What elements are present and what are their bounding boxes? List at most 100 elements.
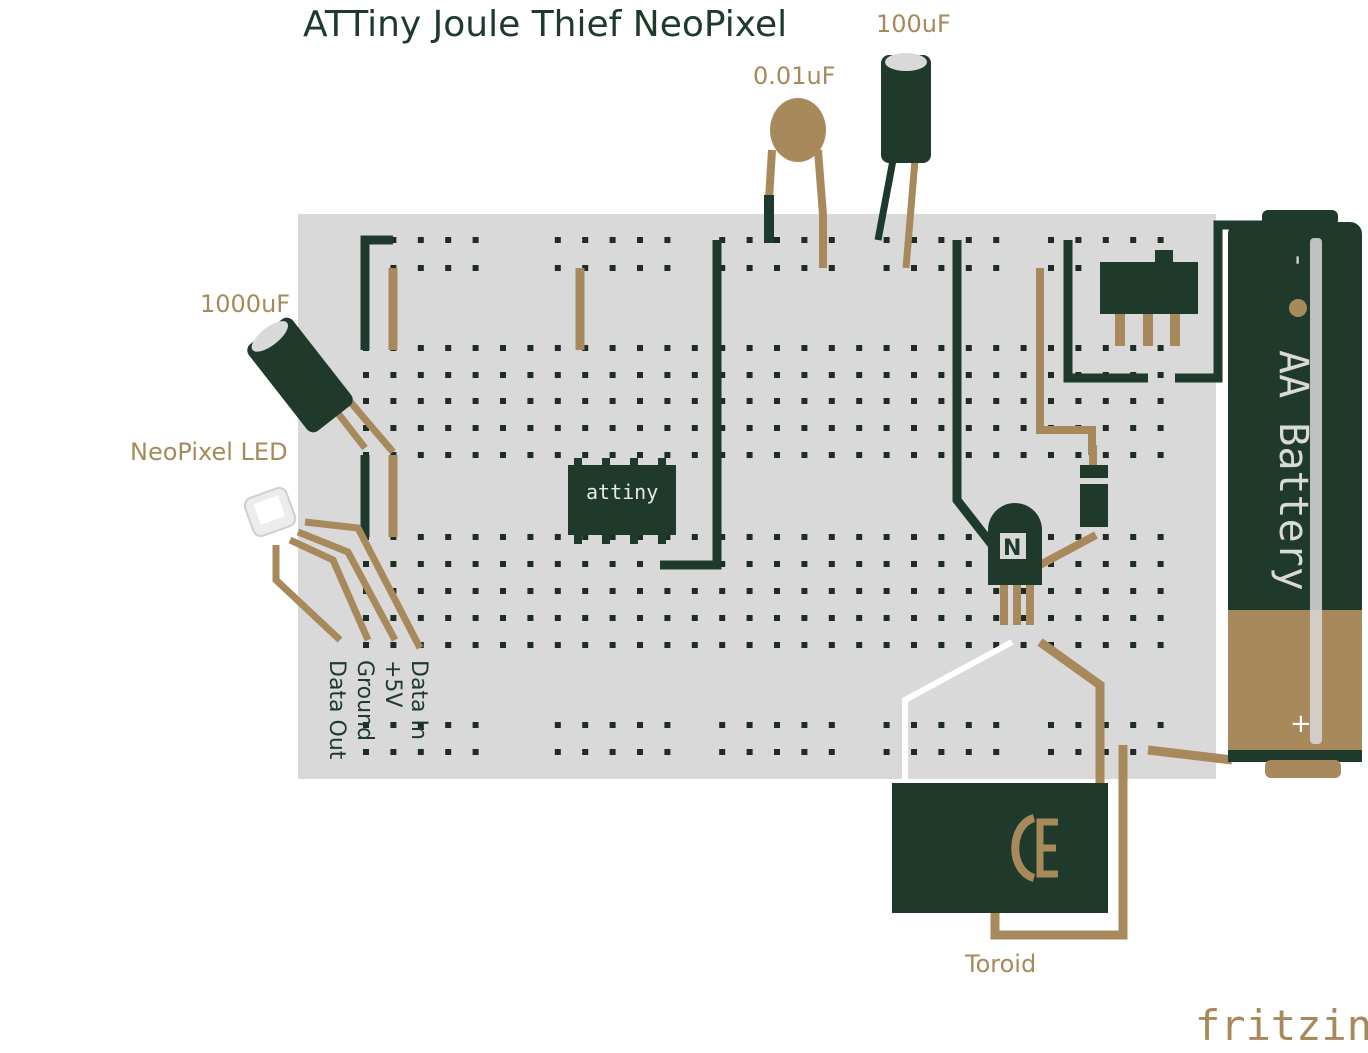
- breadboard-hole: [1130, 398, 1137, 404]
- breadboard-hole: [582, 265, 589, 271]
- breadboard-hole: [1048, 398, 1054, 404]
- breadboard-hole: [993, 722, 1000, 728]
- breadboard-hole: [445, 237, 452, 243]
- breadboard-hole: [1075, 237, 1082, 243]
- breadboard-hole: [883, 452, 890, 458]
- breadboard-hole: [554, 452, 561, 458]
- breadboard-hole: [774, 642, 780, 648]
- breadboard-hole: [965, 265, 972, 271]
- breadboard-hole: [911, 398, 917, 404]
- breadboard-hole: [554, 749, 561, 755]
- breadboard-hole: [527, 561, 534, 567]
- breadboard-hole: [417, 561, 424, 567]
- neopixel-pin-labels: Data In +5V Ground Data Out: [324, 660, 431, 760]
- breadboard-hole: [938, 372, 945, 378]
- breadboard-hole: [500, 372, 506, 378]
- breadboard-hole: [719, 372, 726, 378]
- breadboard-hole: [801, 588, 808, 594]
- breadboard-hole: [527, 642, 534, 648]
- breadboard-hole: [828, 534, 835, 540]
- breadboard-hole: [417, 372, 424, 378]
- breadboard-hole: [664, 588, 671, 594]
- breadboard-hole: [417, 534, 424, 540]
- breadboard-hole: [1102, 398, 1109, 404]
- breadboard-hole: [390, 237, 397, 243]
- breadboard-hole: [746, 615, 753, 621]
- breadboard-hole: [363, 398, 369, 404]
- breadboard-hole: [1157, 561, 1164, 567]
- breadboard-hole: [774, 615, 780, 621]
- breadboard-hole: [664, 345, 671, 351]
- breadboard-hole: [472, 265, 479, 271]
- breadboard-hole: [938, 398, 945, 404]
- aa-battery: - AA Battery +: [1228, 210, 1362, 778]
- breadboard-hole: [1157, 615, 1164, 621]
- breadboard-hole: [390, 749, 397, 755]
- breadboard-hole: [719, 398, 726, 404]
- breadboard-hole: [637, 425, 643, 431]
- breadboard-hole: [500, 642, 506, 648]
- slide-switch[interactable]: [1100, 250, 1198, 346]
- pin-label-data-in: Data In: [406, 660, 431, 740]
- breadboard-hole: [1130, 561, 1137, 567]
- breadboard-hole: [691, 452, 698, 458]
- breadboard-hole: [390, 425, 397, 431]
- breadboard-hole: [965, 398, 972, 404]
- breadboard-hole: [774, 345, 780, 351]
- breadboard-hole: [1102, 237, 1109, 243]
- breadboard-hole: [582, 398, 589, 404]
- breadboard-hole: [445, 615, 452, 621]
- breadboard-hole: [609, 398, 616, 404]
- breadboard-hole: [1157, 425, 1164, 431]
- breadboard-hole: [856, 372, 863, 378]
- breadboard-hole: [828, 372, 835, 378]
- breadboard-hole: [1157, 452, 1164, 458]
- breadboard-hole: [828, 588, 835, 594]
- transistor-label: N: [1003, 536, 1021, 561]
- breadboard-hole: [911, 615, 917, 621]
- breadboard-hole: [445, 722, 452, 728]
- breadboard-hole: [746, 425, 753, 431]
- breadboard-hole: [691, 588, 698, 594]
- breadboard-hole: [965, 615, 972, 621]
- label-100uf: 100uF: [876, 10, 951, 38]
- breadboard-hole: [554, 398, 561, 404]
- breadboard-hole: [1020, 615, 1027, 621]
- breadboard-hole: [883, 722, 890, 728]
- breadboard-hole: [1075, 642, 1082, 648]
- breadboard-hole: [500, 345, 506, 351]
- breadboard-hole: [390, 372, 397, 378]
- breadboard-hole: [993, 588, 1000, 594]
- breadboard-hole: [1130, 425, 1137, 431]
- label-001uf: 0.01uF: [753, 62, 835, 90]
- breadboard-hole: [1102, 749, 1109, 755]
- breadboard-hole: [637, 345, 643, 351]
- npn-transistor: N: [988, 503, 1042, 625]
- breadboard-hole: [500, 615, 506, 621]
- breadboard-hole: [883, 398, 890, 404]
- breadboard-hole: [993, 425, 1000, 431]
- breadboard-hole: [445, 398, 452, 404]
- breadboard-hole: [390, 398, 397, 404]
- breadboard-hole: [746, 237, 753, 243]
- breadboard-hole: [965, 642, 972, 648]
- breadboard-hole: [417, 722, 424, 728]
- breadboard-hole: [472, 237, 479, 243]
- breadboard-hole: [938, 237, 945, 243]
- breadboard-hole: [993, 372, 1000, 378]
- breadboard-hole: [637, 452, 643, 458]
- breadboard-hole: [609, 237, 616, 243]
- electrolytic-capacitor-100uf: [874, 53, 931, 269]
- breadboard-hole: [472, 642, 479, 648]
- breadboard-hole: [1048, 372, 1054, 378]
- breadboard-hole: [417, 398, 424, 404]
- breadboard-hole: [774, 722, 780, 728]
- breadboard-hole: [828, 265, 835, 271]
- breadboard-hole: [828, 561, 835, 567]
- breadboard-hole: [1157, 722, 1164, 728]
- breadboard-hole: [774, 398, 780, 404]
- breadboard-hole: [445, 265, 452, 271]
- breadboard-hole: [938, 588, 945, 594]
- breadboard-hole: [582, 425, 589, 431]
